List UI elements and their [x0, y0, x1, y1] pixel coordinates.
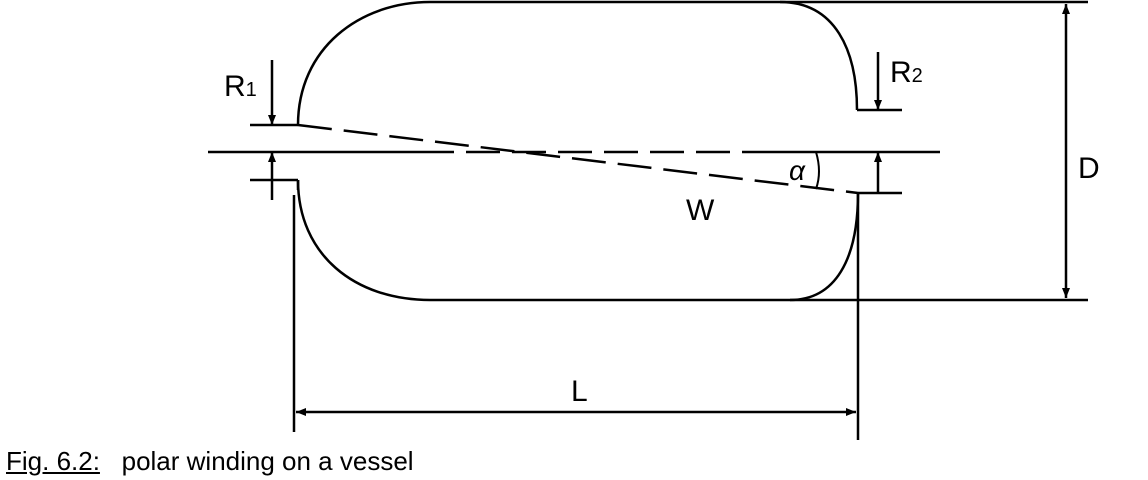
- l-dimension: [292, 193, 860, 440]
- figure-caption: Fig. 6.2: polar winding on a vessel: [6, 446, 414, 477]
- l-label: L: [571, 375, 588, 408]
- winding-path: [297, 123, 859, 195]
- alpha-label: α: [789, 155, 806, 186]
- caption-text: polar winding on a vessel: [121, 446, 414, 476]
- right-dome-lower: [789, 192, 860, 302]
- r2-label: R2: [890, 56, 923, 89]
- alpha-angle-arc: [815, 151, 820, 190]
- r1-label: R1: [224, 70, 257, 103]
- polar-winding-diagram: R1 R2 α W D L: [208, 0, 1100, 440]
- w-label: W: [686, 194, 715, 227]
- left-dome-lower: [296, 179, 431, 302]
- figure-number: Fig. 6.2:: [6, 446, 100, 476]
- right-dome-upper: [779, 0, 859, 111]
- polar-openings: [250, 108, 902, 195]
- d-dimension: [780, 0, 1088, 302]
- left-dome-upper: [296, 0, 431, 126]
- d-label: D: [1078, 152, 1100, 185]
